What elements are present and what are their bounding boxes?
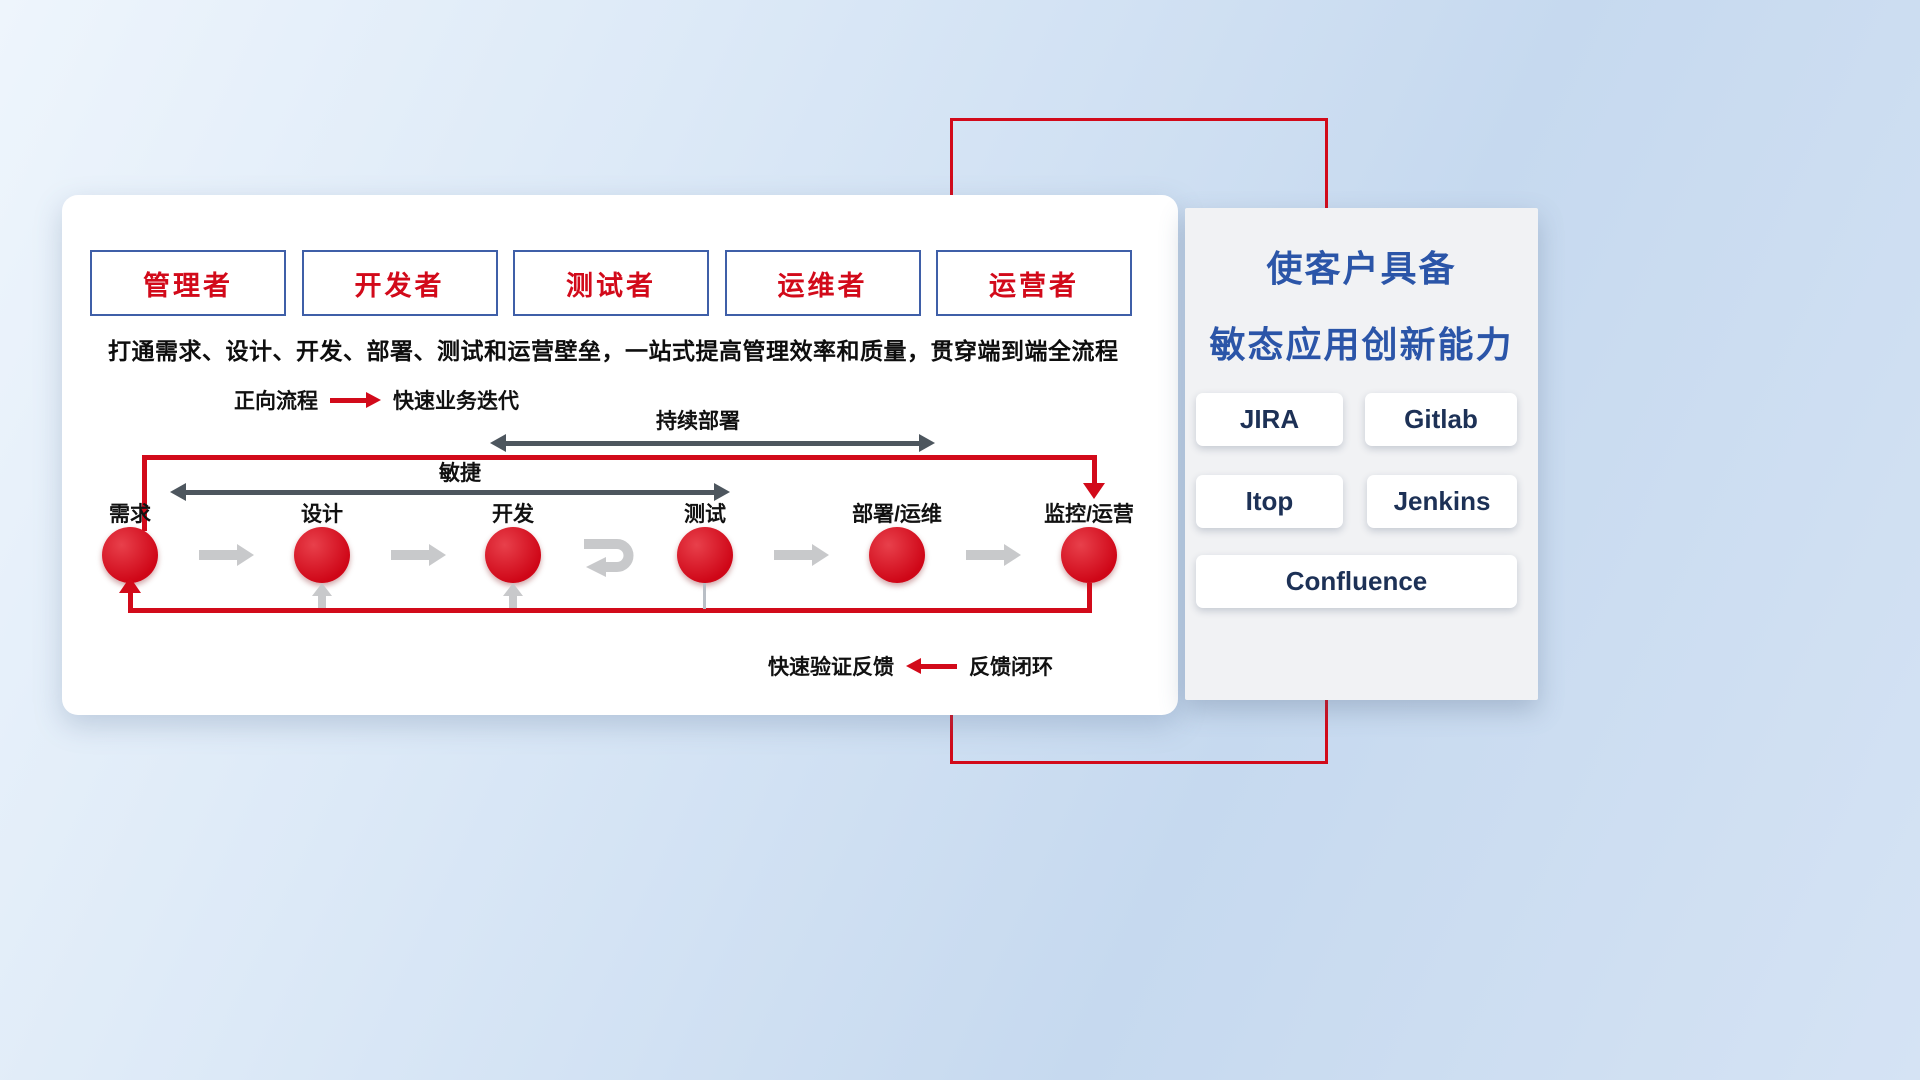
feedback-legend-label: 反馈闭环 (969, 656, 1053, 679)
agile-label: 敏捷 (439, 462, 481, 485)
test-feedback-connector (703, 583, 706, 609)
feedback-path-left-segment (128, 591, 133, 611)
panel-title-line2: 敏态应用创新能力 (1209, 324, 1514, 365)
roles-row: 管理者 开发者 测试者 运维者 运营者 (90, 250, 1132, 316)
role-box-manager: 管理者 (90, 250, 286, 316)
feedback-arrow-icon (906, 658, 957, 674)
feedback-path-bottom-segment (128, 608, 1092, 613)
tool-box-gitlab: Gitlab (1365, 393, 1517, 446)
forward-path-left-segment (142, 455, 147, 531)
forward-flow-value: 快速业务迭代 (393, 390, 519, 413)
stage-label-design: 设计 (301, 503, 343, 526)
agile-arrow (170, 483, 730, 501)
forward-path-top-segment (142, 455, 1097, 460)
tool-box-jenkins: Jenkins (1367, 475, 1517, 528)
forward-flow-label: 正向流程 (234, 390, 318, 413)
continuous-deploy-arrow (490, 434, 935, 452)
stage-node-monitor-ops (1061, 527, 1117, 583)
feedback-path-arrowhead (119, 577, 141, 593)
feedback-path-right-segment (1087, 583, 1092, 613)
continuous-deploy-label: 持续部署 (656, 410, 740, 433)
stage-node-develop (485, 527, 541, 583)
stage-label-monitor-ops: 监控/运营 (1044, 503, 1134, 526)
feedback-up-arrow-develop (503, 583, 523, 608)
stage-label-develop: 开发 (492, 503, 534, 526)
stage-node-deploy-ops (869, 527, 925, 583)
stage-label-requirement: 需求 (109, 503, 151, 526)
stage-node-design (294, 527, 350, 583)
feedback-text: 快速验证反馈 (768, 656, 894, 679)
role-box-ops: 运维者 (724, 250, 921, 316)
capability-panel: 使客户具备 敏态应用创新能力 JIRA Gitlab Itop Jenkins … (1185, 208, 1538, 700)
tool-box-jira: JIRA (1196, 393, 1343, 446)
devops-flow-card: 管理者 开发者 测试者 运维者 运营者 打通需求、设计、开发、部署、测试和运营壁… (62, 195, 1178, 715)
forward-path-arrowhead (1083, 483, 1105, 499)
tool-box-confluence: Confluence (1196, 555, 1517, 608)
role-box-developer: 开发者 (301, 250, 498, 316)
flow-arrow-1 (197, 544, 255, 566)
feedback-up-arrow-design (312, 583, 332, 608)
flow-arrow-3 (772, 544, 830, 566)
flow-arrow-4 (964, 544, 1022, 566)
role-box-tester: 测试者 (513, 250, 709, 316)
flow-arrow-2 (389, 544, 447, 566)
feedback-legend: 快速验证反馈 反馈闭环 (768, 651, 1053, 681)
stage-node-test (677, 527, 733, 583)
description-text: 打通需求、设计、开发、部署、测试和运营壁垒，一站式提高管理效率和质量，贯穿端到端… (108, 338, 1119, 364)
tool-box-itop: Itop (1196, 475, 1343, 528)
role-box-operator: 运营者 (936, 250, 1132, 316)
panel-title-line1: 使客户具备 (1266, 248, 1457, 289)
forward-path-right-segment (1092, 455, 1097, 485)
stage-node-requirement (102, 527, 158, 583)
iterate-uturn-icon (584, 539, 634, 577)
stage-label-test: 测试 (684, 503, 726, 526)
stage-label-deploy-ops: 部署/运维 (852, 503, 942, 526)
forward-flow-legend: 正向流程 快速业务迭代 (234, 385, 519, 415)
forward-arrow-icon (330, 392, 381, 408)
